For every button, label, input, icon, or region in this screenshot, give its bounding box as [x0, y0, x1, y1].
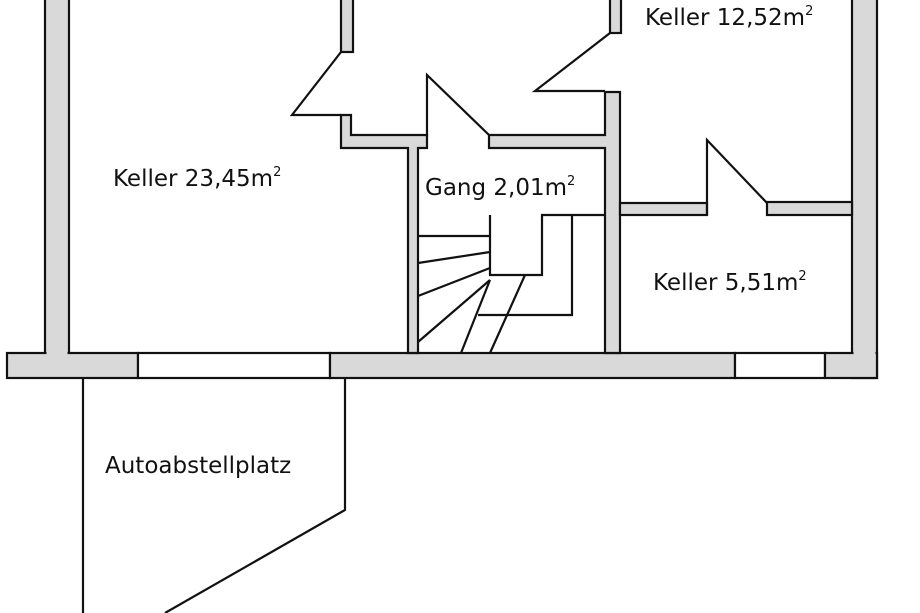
room-label-keller-5: Keller 5,51m2 — [653, 269, 807, 296]
wall-stub-top-left — [339, 0, 355, 54]
door-keller-small — [705, 137, 768, 215]
bottom-wall-right — [823, 351, 879, 380]
corner-fill-right — [853, 340, 876, 356]
wall-partition-b — [765, 200, 854, 217]
window-left — [136, 351, 332, 380]
staircase — [417, 213, 605, 354]
room-label-gang: Gang 2,01m2 — [425, 174, 575, 201]
wall-keller-gang-top — [339, 113, 429, 355]
corner-fill — [46, 340, 68, 356]
door-keller-large — [289, 51, 342, 117]
door-keller-upper-right — [531, 32, 611, 93]
room-label-keller-12: Keller 12,52m2 — [645, 4, 813, 31]
outer-wall-right — [850, 0, 879, 380]
outer-wall-left — [43, 0, 71, 357]
carport-outline-right — [164, 378, 347, 613]
bottom-wall-middle — [328, 351, 737, 380]
door-gang — [425, 72, 490, 137]
window-right — [733, 351, 827, 380]
wall-partition-a — [618, 201, 709, 217]
wall-gang-right — [487, 90, 622, 355]
wall-stub-top-right — [608, 0, 623, 35]
bottom-wall-left — [5, 351, 140, 380]
carport-label: Autoabstellplatz — [105, 453, 291, 479]
room-label-keller-23: Keller 23,45m2 — [113, 165, 281, 192]
